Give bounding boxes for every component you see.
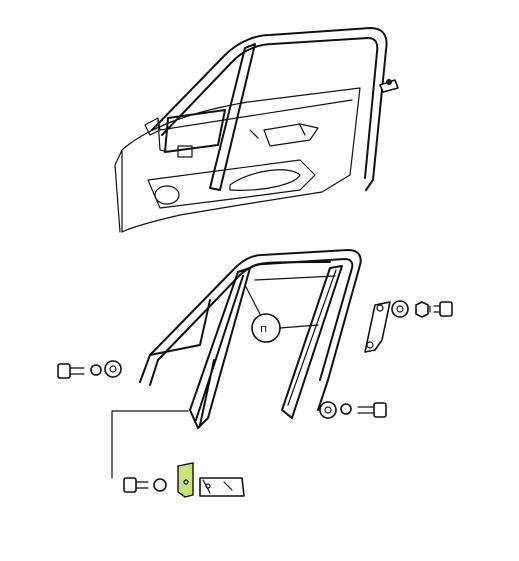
nut bbox=[340, 403, 352, 415]
nut bbox=[415, 301, 429, 318]
callout-bubble: п bbox=[244, 284, 319, 343]
highlighted-clip bbox=[177, 462, 194, 498]
flat-washer bbox=[104, 360, 122, 378]
leader-lines bbox=[111, 410, 189, 479]
flat-washer bbox=[153, 478, 167, 492]
lock-washer bbox=[391, 300, 409, 318]
cap-screw bbox=[357, 402, 387, 418]
guide-bracket bbox=[364, 301, 391, 353]
door-shell bbox=[114, 87, 361, 233]
mounting-plate bbox=[199, 477, 245, 497]
lock-washer bbox=[90, 364, 102, 376]
window-guide-assembly bbox=[139, 249, 362, 429]
cap-screw bbox=[429, 301, 453, 317]
door-frame-seal bbox=[151, 27, 388, 191]
window-channel-seal bbox=[157, 43, 256, 191]
callout-symbol: п bbox=[260, 322, 267, 335]
flat-washer bbox=[319, 401, 337, 419]
cap-screw bbox=[123, 477, 149, 493]
clip bbox=[379, 79, 399, 93]
cap-screw bbox=[57, 363, 85, 379]
